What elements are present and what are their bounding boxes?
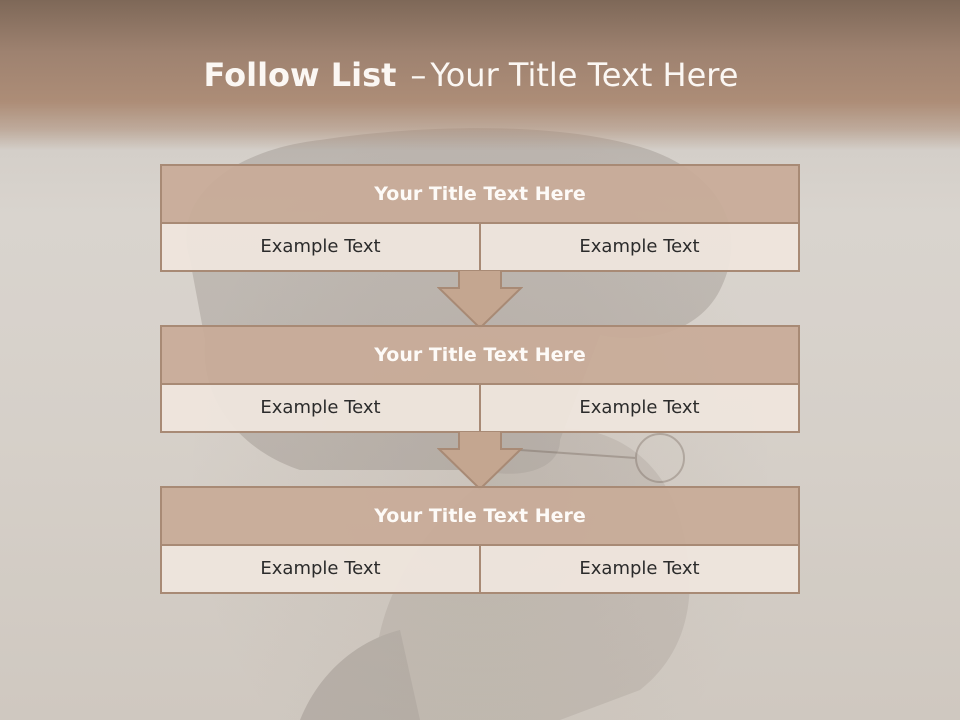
flow-step-row: Example Text Example Text <box>162 224 798 270</box>
flow-step-1[interactable]: Your Title Text Here Example Text Exampl… <box>160 164 800 272</box>
slide-title: Follow List–Your Title Text Here <box>0 52 942 98</box>
slide-title-bold: Follow List <box>203 56 397 94</box>
portrait-collar <box>300 630 420 720</box>
flow-step-left-text[interactable]: Example Text <box>162 385 479 431</box>
flow-step-row: Example Text Example Text <box>162 546 798 592</box>
flow-step-3[interactable]: Your Title Text Here Example Text Exampl… <box>160 486 800 594</box>
flow-step-title[interactable]: Your Title Text Here <box>162 166 798 224</box>
slide-title-text: Your Title Text Here <box>430 56 739 94</box>
slide-title-dash: – <box>410 56 427 94</box>
flow-step-left-text[interactable]: Example Text <box>162 546 479 592</box>
down-arrow-icon <box>437 431 523 491</box>
flow-step-row: Example Text Example Text <box>162 385 798 431</box>
flow-step-right-text[interactable]: Example Text <box>479 546 798 592</box>
flow-step-title[interactable]: Your Title Text Here <box>162 488 798 546</box>
down-arrow-icon <box>437 270 523 330</box>
flow-step-right-text[interactable]: Example Text <box>479 385 798 431</box>
flow-step-title[interactable]: Your Title Text Here <box>162 327 798 385</box>
flow-step-right-text[interactable]: Example Text <box>479 224 798 270</box>
title-band <box>0 0 960 150</box>
portrait-glasses-lens <box>635 433 685 483</box>
flow-step-left-text[interactable]: Example Text <box>162 224 479 270</box>
flow-step-2[interactable]: Your Title Text Here Example Text Exampl… <box>160 325 800 433</box>
portrait-glasses-arm <box>519 449 637 459</box>
